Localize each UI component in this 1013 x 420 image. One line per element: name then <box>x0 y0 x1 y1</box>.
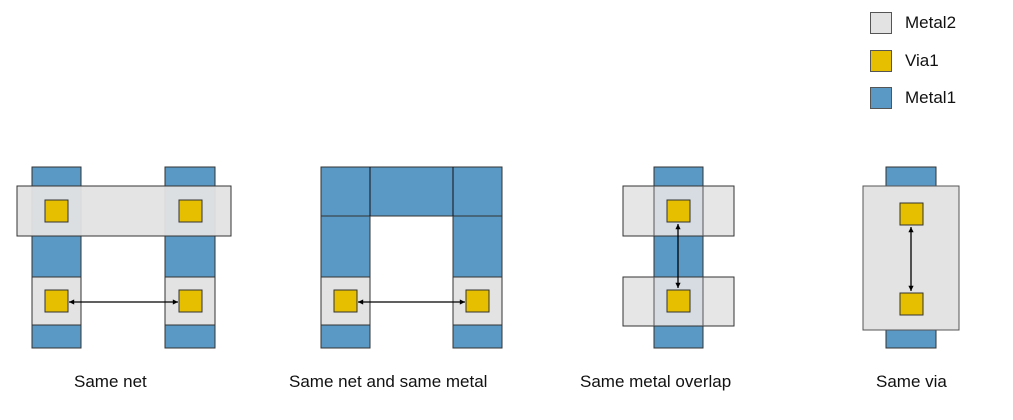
via1 <box>178 289 203 313</box>
legend-label-metal2: Metal2 <box>905 13 957 32</box>
legend-swatch-metal1 <box>870 87 892 109</box>
via1 <box>666 199 691 223</box>
via1 <box>899 202 924 226</box>
caption-same-via: Same via <box>876 372 947 391</box>
via1 <box>666 289 691 313</box>
caption-same-metal-overlap: Same metal overlap <box>580 372 732 391</box>
via1 <box>44 289 69 313</box>
diagram-same-net <box>16 166 232 349</box>
via1 <box>465 289 490 313</box>
metal1-top <box>320 166 503 217</box>
caption-same-net-same-metal: Same net and same metal <box>289 372 488 391</box>
legend-label-metal1: Metal1 <box>905 88 957 107</box>
caption-same-net: Same net <box>74 372 147 391</box>
via1 <box>44 199 69 223</box>
legend-swatch-metal2 <box>870 12 892 34</box>
diagram-same-net-same-metal <box>320 166 503 349</box>
legend-swatch-via1 <box>870 50 892 72</box>
via1 <box>899 292 924 316</box>
diagram-same-metal-overlap <box>622 166 735 349</box>
via1 <box>333 289 358 313</box>
diagram-same-via <box>862 166 960 349</box>
legend-label-via1: Via1 <box>905 51 939 70</box>
via1 <box>178 199 203 223</box>
